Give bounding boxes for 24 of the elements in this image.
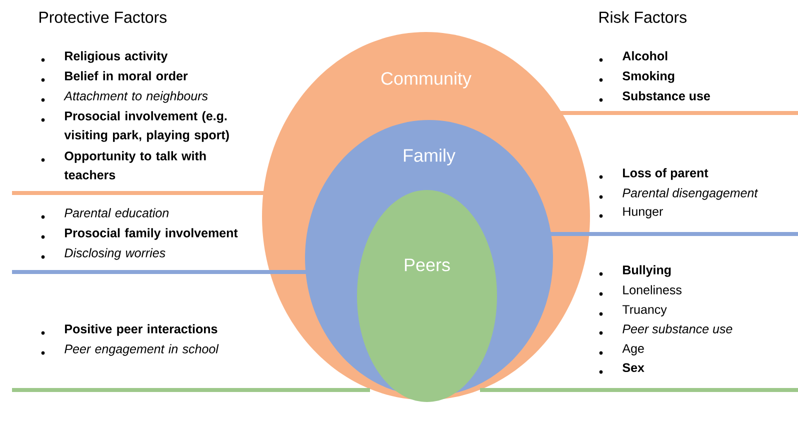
list-item: Age: [622, 344, 644, 356]
list-item: Loneliness: [623, 285, 682, 294]
list-item: Parental education: [64, 208, 169, 218]
list-item: Prosocial involvement (e.g. visiting park, playing sport): [64, 111, 229, 142]
list-item: Attachment to neighbours: [64, 91, 208, 103]
list-item: Parental disengagement: [622, 188, 758, 200]
heading: Protective Factors: [40, 11, 167, 23]
list-item: Opportunity to talk with teachers: [64, 151, 206, 180]
list-item: Peer engagement in school: [64, 344, 219, 356]
list-item: Bullying: [623, 265, 671, 277]
list-item: Truancy: [622, 305, 667, 316]
list-item: Disclosing worries: [64, 248, 166, 260]
heading: Risk Factors: [600, 11, 686, 23]
list-item: Smoking: [622, 71, 674, 83]
list-item: Loss of parent: [623, 168, 708, 180]
list-item: Alcohol: [622, 51, 668, 60]
list-item: Hunger: [623, 207, 663, 218]
list-item: Religious activity: [65, 51, 168, 63]
list-item: Prosocial family involvement: [65, 228, 238, 240]
list-item: Positive peer interactions: [65, 324, 218, 336]
list-item: Substance use: [622, 91, 710, 100]
list-item: Belief in moral order: [65, 71, 188, 80]
list-item: Sex: [622, 363, 644, 372]
list-item: Peer substance use: [622, 324, 732, 334]
